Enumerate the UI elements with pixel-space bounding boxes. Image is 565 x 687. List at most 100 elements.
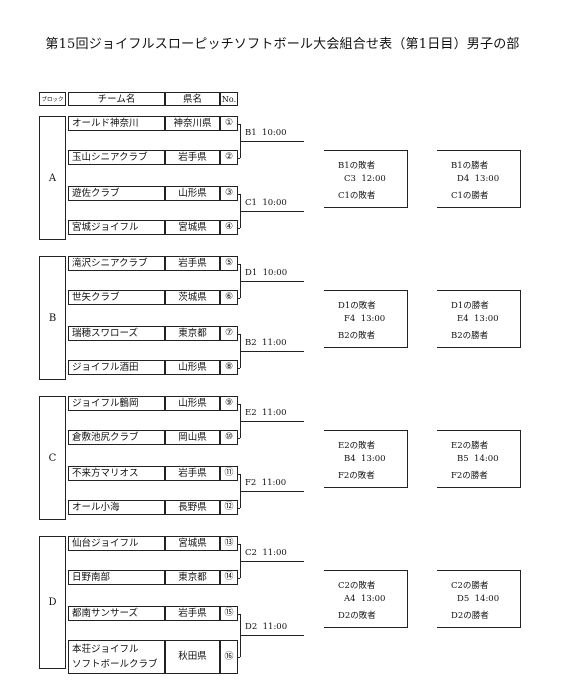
box-text: D4 13:00 <box>457 174 500 184</box>
box-text: A4 13:00 <box>344 594 386 604</box>
box-text: E2の勝者 <box>451 441 489 451</box>
bracket-line <box>238 577 240 579</box>
team-prefecture: 岡山県 <box>165 430 220 445</box>
box-text: D2の敗者 <box>338 611 376 621</box>
team-number: ② <box>220 150 238 165</box>
box-top-line <box>324 430 407 431</box>
match-label: D2 11:00 <box>245 622 288 633</box>
box-text: E4 13:00 <box>457 314 499 324</box>
box-text: D1の敗者 <box>338 301 376 311</box>
team-number: ⑧ <box>220 360 238 375</box>
team-number: ⑯ <box>220 640 238 674</box>
box-top-line <box>437 430 520 431</box>
header-team: チーム名 <box>68 92 165 106</box>
bracket-line <box>238 193 240 195</box>
box-text: C2の敗者 <box>338 581 376 591</box>
box-text: B4 13:00 <box>344 454 386 464</box>
team-name: 世矢クラブ <box>68 290 165 305</box>
bracket-line <box>238 657 240 658</box>
box-top-line <box>437 150 520 151</box>
team-name: ジョイフル鶴岡 <box>68 396 165 411</box>
team-number: ⑨ <box>220 396 238 411</box>
team-prefecture: 山形県 <box>165 186 220 201</box>
team-number: ⑦ <box>220 326 238 341</box>
bracket-line <box>238 437 240 439</box>
header-block: ブロック <box>39 92 66 106</box>
bracket-line <box>238 157 240 159</box>
team-number: ⑫ <box>220 500 238 515</box>
team-name: 都南サンサーズ <box>68 606 165 621</box>
team-number: ⑥ <box>220 290 238 305</box>
team-name: 日野南部 <box>68 570 165 585</box>
bracket-line <box>238 507 240 509</box>
team-prefecture: 東京都 <box>165 326 220 341</box>
bracket-line <box>238 543 240 545</box>
box-text: D2の勝者 <box>451 611 489 621</box>
team-name: 滝沢シニアクラブ <box>68 256 165 271</box>
header-pref: 県名 <box>165 92 220 106</box>
box-text: C3 12:00 <box>344 174 386 184</box>
team-number: ① <box>220 116 238 131</box>
bracket-line <box>238 227 240 229</box>
box-text: C1の敗者 <box>338 191 376 201</box>
team-number: ⑬ <box>220 536 238 551</box>
team-name: 本荘ジョイフル ソフトボールクラブ <box>68 640 165 674</box>
bracket-line <box>240 560 304 562</box>
team-name: 瑞穂スワローズ <box>68 326 165 341</box>
box-text: D5 14:00 <box>457 594 500 604</box>
team-prefecture: 山形県 <box>165 360 220 375</box>
match-label: D1 10:00 <box>245 267 288 278</box>
block-label: A <box>39 116 66 240</box>
box-text: C2の勝者 <box>451 581 489 591</box>
bracket-line <box>238 367 240 369</box>
bracket-line <box>240 280 304 282</box>
bracket-line <box>240 420 304 422</box>
box-text: F2の勝者 <box>451 471 488 481</box>
block-label: D <box>39 536 66 669</box>
match-label: E2 11:00 <box>245 407 287 418</box>
team-prefecture: 岩手県 <box>165 150 220 165</box>
bracket-line <box>238 403 240 405</box>
block-label: C <box>39 396 66 520</box>
match-label: B2 11:00 <box>245 337 287 348</box>
box-text: C1の勝者 <box>451 191 489 201</box>
team-number: ③ <box>220 186 238 201</box>
box-text: B2の勝者 <box>451 331 489 341</box>
bracket-line <box>238 473 240 475</box>
team-name: 仙台ジョイフル <box>68 536 165 551</box>
team-prefecture: 山形県 <box>165 396 220 411</box>
match-label: C2 11:00 <box>245 547 287 558</box>
bracket-line <box>238 123 240 125</box>
box-top-line <box>324 290 407 291</box>
bracket-line <box>238 333 240 335</box>
team-name: 玉山シニアクラブ <box>68 150 165 165</box>
bracket-line <box>238 263 240 265</box>
team-number: ⑮ <box>220 606 238 621</box>
bracket-line <box>238 297 240 299</box>
box-text: D1の勝者 <box>451 301 489 311</box>
team-prefecture: 秋田県 <box>165 640 220 674</box>
box-top-line <box>324 570 407 571</box>
box-text: F2の敗者 <box>338 471 375 481</box>
block-label: B <box>39 256 66 380</box>
bracket-line <box>240 350 304 352</box>
bracket-line <box>240 210 304 212</box>
box-text: B1の勝者 <box>451 161 489 171</box>
team-prefecture: 茨城県 <box>165 290 220 305</box>
team-prefecture: 宮城県 <box>165 536 220 551</box>
match-label: B1 10:00 <box>245 127 287 138</box>
header-no: No. <box>220 92 238 106</box>
team-prefecture: 神奈川県 <box>165 116 220 131</box>
team-name: オール小海 <box>68 500 165 515</box>
bracket-line <box>240 635 304 637</box>
box-text: F4 13:00 <box>344 314 386 324</box>
box-text: E2の敗者 <box>338 441 376 451</box>
box-top-line <box>437 570 520 571</box>
box-text: B5 14:00 <box>457 454 499 464</box>
team-prefecture: 長野県 <box>165 500 220 515</box>
